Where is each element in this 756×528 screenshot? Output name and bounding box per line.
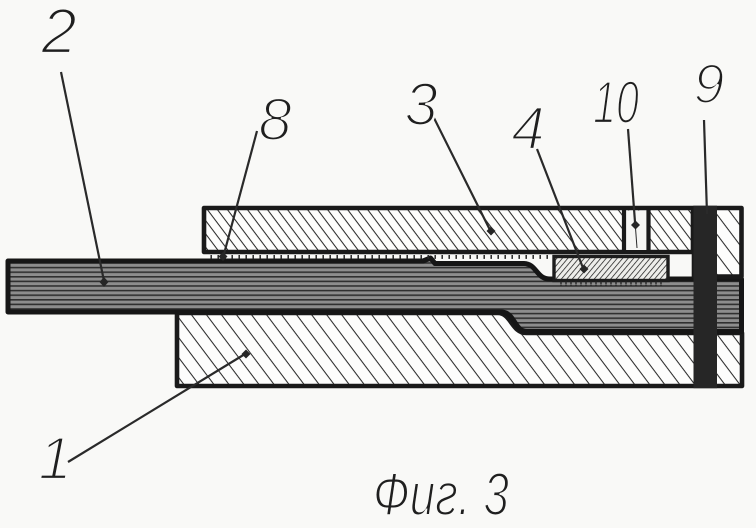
marker-8 (218, 252, 228, 261)
leader-1 (67, 353, 246, 463)
leader-9 (702, 119, 709, 215)
part-insert-pad (552, 254, 670, 283)
callout-4: 4 (511, 95, 544, 162)
callout-3: 3 (404, 71, 437, 138)
leader-10 (626, 128, 637, 223)
leader-2 (59, 71, 106, 282)
leader-markers (99, 220, 640, 359)
figure-caption: Фиг. 3 (373, 461, 509, 528)
leader-10-tail (635, 227, 638, 249)
callout-9: 9 (693, 52, 724, 115)
marker-1 (241, 349, 251, 359)
callout-8: 8 (258, 86, 292, 153)
callout-2: 2 (40, 0, 77, 67)
serrated-interface (206, 254, 552, 259)
callout-10: 10 (593, 69, 639, 136)
leader-lines (59, 71, 709, 463)
leader-3 (429, 109, 491, 231)
leader-4 (535, 148, 585, 269)
insert-pad-serration (557, 281, 665, 286)
leader-8 (222, 130, 259, 255)
marker-4 (579, 264, 589, 274)
callout-1: 1 (38, 425, 71, 492)
part-vertical-rod (693, 205, 717, 389)
marker-10 (631, 220, 640, 230)
part-upper-clamp-block (201, 205, 696, 255)
marker-2 (99, 277, 109, 287)
marker-3 (486, 226, 496, 236)
